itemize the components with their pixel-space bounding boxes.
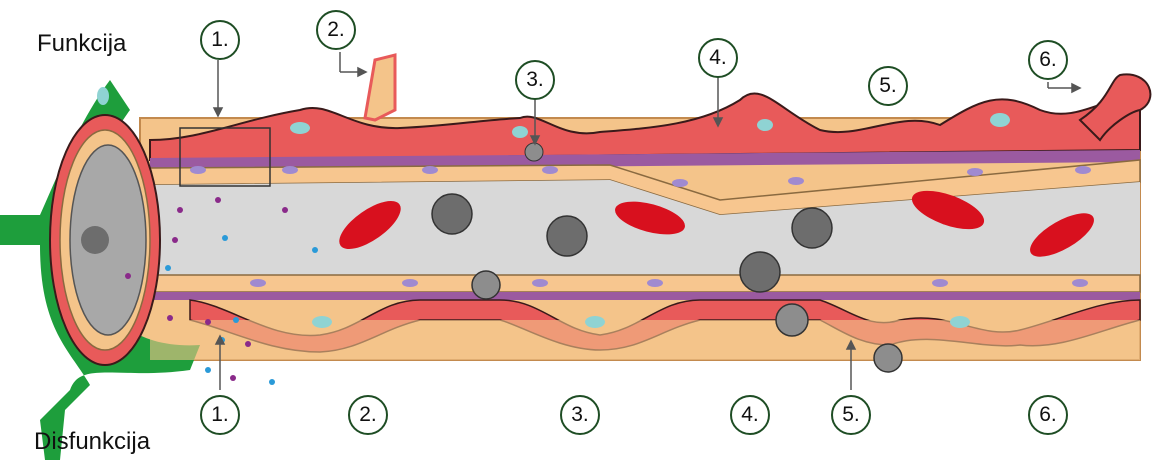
bottom-marker-3: 3. [560,395,600,435]
endothelial-nucleus [647,279,663,287]
endothelial-nucleus [672,179,688,187]
top-marker-2: 2. [316,10,356,50]
top-marker-4: 4. [698,38,738,78]
label-dysfunction: Disfunkcija [34,428,150,456]
nucleus [97,87,109,105]
nucleus [950,316,970,328]
endothelial-nucleus [1075,166,1091,174]
endothelial-nucleus [250,279,266,287]
leukocyte [547,216,587,256]
cross-section-cell [81,226,109,254]
leukocyte [472,271,500,299]
top-marker-6: 6. [1028,40,1068,80]
top-marker-5: 5. [868,66,908,106]
bottom-marker-4: 4. [730,395,770,435]
leukocyte [432,194,472,234]
bottom-marker-1: 1. [200,395,240,435]
endothelium-bottom [150,275,1140,292]
leukocyte [740,252,780,292]
label-function: Funkcija [37,30,126,58]
detached-pericyte [365,55,395,120]
endothelial-nucleus [788,177,804,185]
endothelial-nucleus [532,279,548,287]
basement-membrane-bottom [150,292,1140,300]
nucleus [757,119,773,131]
leukocyte [776,304,808,336]
outer-tissue-bottom [150,320,1140,360]
nucleus [512,126,528,138]
endothelial-nucleus [422,166,438,174]
nucleus [585,316,605,328]
leukocyte [874,344,902,372]
leukocyte [525,143,543,161]
bottom-marker-5: 5. [831,395,871,435]
endothelial-nucleus [402,279,418,287]
endothelial-nucleus [967,168,983,176]
nucleus [312,316,332,328]
nucleus [290,122,310,134]
bottom-marker-6: 6. [1028,395,1068,435]
top-marker-1: 1. [200,20,240,60]
leukocyte [792,208,832,248]
endothelial-nucleus [282,166,298,174]
endothelial-nucleus [542,166,558,174]
top-marker-3: 3. [515,60,555,100]
bottom-marker-2: 2. [348,395,388,435]
endothelial-nucleus [932,279,948,287]
nucleus [990,113,1010,127]
endothelial-nucleus [190,166,206,174]
endothelial-nucleus [1072,279,1088,287]
